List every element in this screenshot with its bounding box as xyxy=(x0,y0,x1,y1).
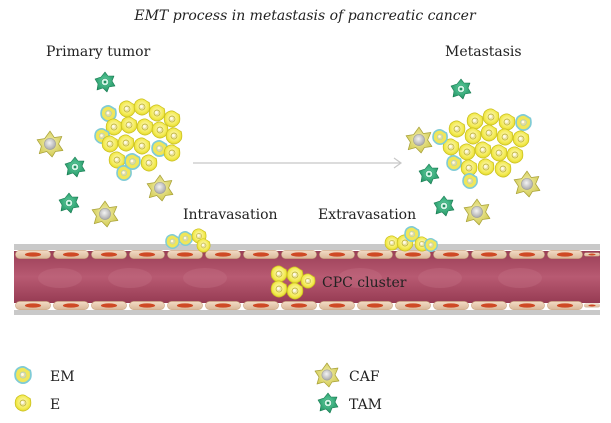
endothelial-cell xyxy=(166,250,204,259)
endothelial-cell xyxy=(90,301,128,310)
legend-e-icon xyxy=(14,394,32,412)
legend-caf-icon xyxy=(314,362,340,388)
vessel-bottom-wall xyxy=(14,301,600,310)
endothelial-cell xyxy=(318,250,356,259)
endothelial-cell xyxy=(432,301,470,310)
label-intravasation: Intravasation xyxy=(183,207,278,223)
endothelial-cell xyxy=(546,250,584,259)
endothelial-cell xyxy=(470,250,508,259)
endothelial-cell xyxy=(242,301,280,310)
endothelial-cell xyxy=(394,250,432,259)
label-extravasation: Extravasation xyxy=(318,207,416,223)
endothelial-cell xyxy=(394,301,432,310)
endothelial-cell xyxy=(508,250,546,259)
label-metastasis: Metastasis xyxy=(445,44,522,60)
endothelial-cell xyxy=(280,301,318,310)
legend-tam-label: TAM xyxy=(349,397,382,413)
blood-vessel xyxy=(14,244,600,315)
legend-em-icon xyxy=(14,366,32,384)
endothelial-cell xyxy=(128,301,166,310)
diagram-title: EMT process in metastasis of pancreatic … xyxy=(133,8,477,24)
lumen-blob xyxy=(418,268,462,288)
endothelial-cell xyxy=(280,250,318,259)
endothelial-cell xyxy=(432,250,470,259)
extravasating-cells xyxy=(384,226,438,252)
endothelial-cell xyxy=(584,303,600,308)
endothelial-cell xyxy=(204,301,242,310)
lumen-blob xyxy=(338,268,382,288)
endothelial-cell xyxy=(318,301,356,310)
endothelial-cell xyxy=(128,250,166,259)
endothelial-cell xyxy=(14,250,52,259)
endothelial-cell xyxy=(584,252,600,257)
legend-caf-label: CAF xyxy=(349,369,380,385)
metastasis-cluster xyxy=(432,108,532,189)
endothelial-cell xyxy=(14,301,52,310)
endothelial-cell xyxy=(508,301,546,310)
legend: EM E CAF TAM xyxy=(14,362,382,414)
endothelial-cell xyxy=(242,250,280,259)
endothelial-cell xyxy=(52,250,90,259)
label-cpc-cluster: CPC cluster xyxy=(322,275,407,291)
legend-tam-icon xyxy=(317,392,339,414)
endothelial-cell xyxy=(470,301,508,310)
label-primary-tumor: Primary tumor xyxy=(46,44,151,60)
lumen-blob xyxy=(38,268,82,288)
endothelial-cell xyxy=(90,250,128,259)
endothelial-cell xyxy=(52,301,90,310)
lumen-blob xyxy=(183,268,227,288)
lumen-blob xyxy=(108,268,152,288)
endothelial-cell xyxy=(204,250,242,259)
legend-em-label: EM xyxy=(50,369,75,385)
endothelial-cell xyxy=(356,301,394,310)
progression-arrow xyxy=(193,157,403,169)
primary-tumor-cluster xyxy=(94,98,183,181)
endothelial-cell xyxy=(546,301,584,310)
endothelial-cell xyxy=(166,301,204,310)
lumen-blob xyxy=(498,268,542,288)
legend-e-label: E xyxy=(50,397,60,413)
endothelial-cell xyxy=(356,250,394,259)
vessel-top-wall xyxy=(14,250,600,259)
